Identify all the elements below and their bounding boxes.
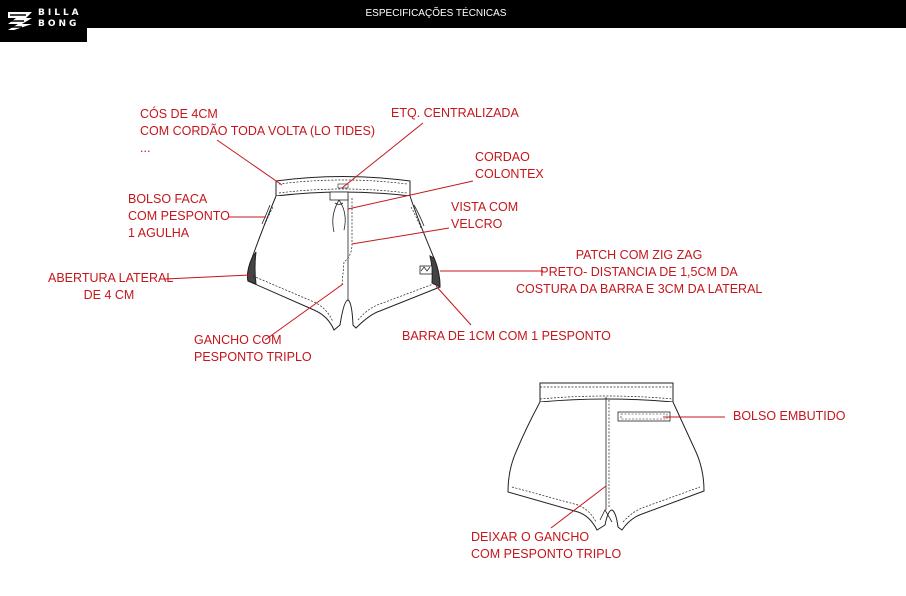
page-title: ESPECIFICAÇÕES TÉCNICAS [365, 8, 507, 19]
header-bar: ESPECIFICAÇÕES TÉCNICAS [0, 0, 906, 28]
back-crotch-note: DEIXAR O GANCHO COM PESPONTO TRIPLO [471, 530, 622, 561]
logo-line-2: BONG [38, 19, 80, 29]
front-shorts-drawing [247, 176, 441, 331]
back-pocket-note: BOLSO EMBUTIDO [733, 409, 846, 423]
billabong-wave-icon [8, 12, 32, 30]
patch-note: PATCH COM ZIG ZAG PRETO- DISTANCIA DE 1,… [516, 248, 763, 296]
hem-note: BARRA DE 1CM COM 1 PESPONTO [402, 329, 611, 343]
logo-line-1: BILLA [38, 8, 82, 18]
pocket-note: BOLSO FACA COM PESPONTO 1 AGULHA [128, 192, 230, 240]
annotation-leader-lines [164, 122, 725, 529]
label-note: ETQ. CENTRALIZADA [391, 106, 519, 120]
crotch-note: GANCHO COM PESPONTO TRIPLO [194, 333, 312, 364]
cord-note: CORDAO COLONTEX [475, 150, 544, 181]
fly-note: VISTA COM VELCRO [451, 200, 519, 231]
back-shorts-drawing [507, 382, 705, 531]
side-opening-note: ABERTURA LATERAL DE 4 CM [48, 271, 174, 302]
waistband-note: CÓS DE 4CM COM CORDÃO TODA VOLTA (LO TID… [140, 107, 375, 155]
brand-logo: BILLA BONG [0, 0, 87, 42]
